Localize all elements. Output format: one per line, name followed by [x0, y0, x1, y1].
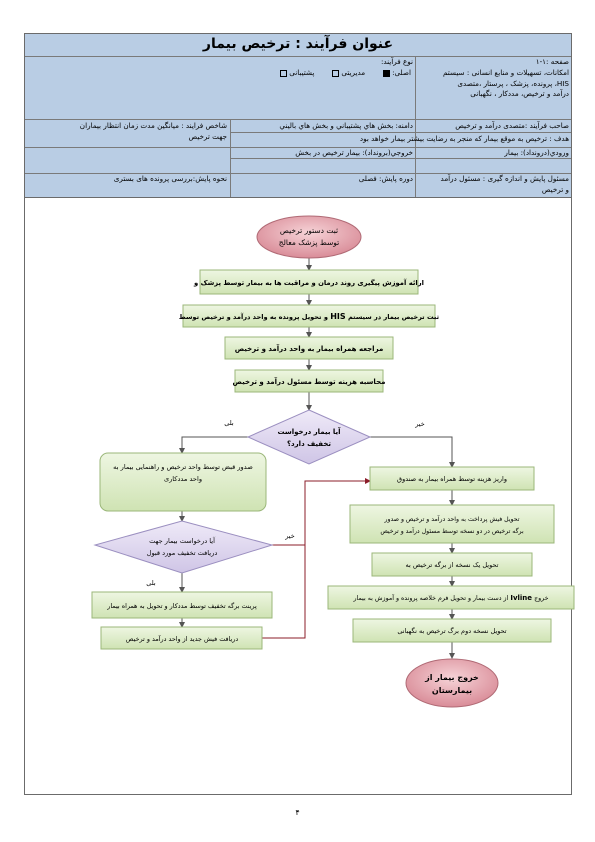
- step-4-box: [234, 369, 384, 393]
- end-text-1: خروج بیمار از: [424, 673, 479, 682]
- connector-yes: [179, 436, 248, 454]
- type-support-label: پشتیبانی: [289, 68, 315, 77]
- facilities-text: امکانات، تسهیلات و منابع انسانی : سیستم …: [442, 68, 569, 98]
- monitor-method: نحوه پایش:بررسی پرونده های بستری: [113, 174, 227, 183]
- process-type-options: اصلی: مدیریتی پشتیبانی: [225, 68, 411, 79]
- header-row-divider: [230, 147, 571, 148]
- right-step-5-text: تحویل نسخه دوم برگ ترخیص به نگهبانی: [397, 626, 506, 635]
- header-row-divider: [230, 132, 571, 133]
- process-scope: دامنه: بخش هاي پشتيباني و بخش هاي باليني: [279, 121, 413, 130]
- start-text-2: توسط پزشک معالج: [279, 238, 339, 247]
- header-col-divider: [230, 119, 231, 174]
- process-output: خروجي(برونداد): بيمار ترخيص در بخش: [295, 148, 413, 157]
- end-terminal: [405, 658, 499, 708]
- right-step-5-box: [352, 618, 552, 643]
- no-label: خیر: [414, 420, 425, 428]
- left-step-1-text-1: صدور قبض توسط واحد ترخیص و راهنمایی بیما…: [113, 463, 253, 471]
- left-step-3-box: [100, 626, 263, 650]
- page-title: عنوان فرآیند : ترخیص بیمار: [202, 36, 394, 52]
- type-management-checkbox[interactable]: [332, 69, 340, 77]
- decision-1-diamond: [246, 409, 372, 465]
- right-step-4-text: خروج Ivline از دست بیمار و تحویل فرم خلا…: [352, 593, 548, 602]
- header-col-divider: [415, 56, 416, 119]
- decision-2-diamond: [93, 520, 274, 574]
- step-3-box: [224, 336, 394, 360]
- monitor-owner: مسئول پایش و اندازه گیری : مسئول درآمد و…: [440, 174, 569, 194]
- connector-no: [370, 436, 455, 468]
- header-row-divider: [25, 56, 571, 57]
- start-terminal: [256, 215, 362, 259]
- process-type-label: نوع فرآیند:: [380, 57, 413, 66]
- right-step-3-text: تحویل یک نسخه از برگه ترخیص به: [406, 561, 499, 569]
- page-frame: [24, 33, 572, 795]
- right-step-1-text: واریز هزینه توسط همراه بیمار به صندوق: [397, 475, 507, 483]
- left-step-1-text-2: واحد مددکاری: [164, 475, 202, 483]
- process-indicator: شاخص فرایند : میانگین مدت زمان انتظار بی…: [79, 121, 227, 141]
- no-label-2: خیر: [284, 532, 295, 540]
- page-label: صفحه :۱-۱: [535, 57, 569, 66]
- type-support-checkbox[interactable]: [280, 69, 288, 77]
- connector-loop: [262, 481, 306, 639]
- type-management-label: مدیریتی: [341, 68, 366, 77]
- start-text-1: ثبت دستور ترخيص: [280, 226, 338, 235]
- process-owner: صاحب فرآیند :متصدی درآمد و ترخیص: [455, 121, 569, 130]
- decision-1-text-2: تخفیف دارد؟: [287, 440, 331, 448]
- step-2-text: ثبت ترخیص بیمار در سیستم HIS و تحویل پرو…: [179, 312, 439, 321]
- right-step-3-box: [371, 552, 533, 577]
- decision-1-text-1: آیا بیمار درخواست: [277, 427, 341, 436]
- right-step-2-text-1: تحویل فیش پرداخت به واحد درآمد و ترخیص و…: [384, 514, 520, 523]
- process-header-table: عنوان فرآیند : ترخیص بیمار صفحه :۱-۱ امک…: [25, 34, 571, 198]
- right-step-2-box: [349, 504, 555, 544]
- type-main-label: اصلی:: [392, 68, 411, 77]
- header-row-divider: [230, 158, 571, 159]
- type-main-checkbox[interactable]: [383, 69, 391, 77]
- yes-label: بلی: [224, 419, 234, 427]
- header-row-divider: [25, 119, 571, 120]
- decision-2-text-1: آیا درخواست بیمار جهت: [149, 536, 216, 545]
- page-number: ۴: [295, 808, 300, 817]
- header-row-divider: [25, 173, 571, 174]
- step-1-box: [199, 269, 419, 295]
- step-4-text: محاسبه هزینه توسط مسئول درآمد و ترخیص: [233, 377, 386, 386]
- decision-2-text-2: دریافت تخفیف مورد قبول: [147, 549, 218, 557]
- step-3-text: مراجعه همراه بیمار به واحد درآمد و ترخیص: [235, 344, 384, 353]
- left-step-2-box: [91, 591, 273, 619]
- left-step-1-box: [99, 452, 267, 512]
- step-2-box: [182, 304, 436, 328]
- left-step-2-text: پرینت برگه تخفیف توسط مددکار و تحویل به …: [106, 602, 257, 610]
- yes-label-2: بلی: [146, 579, 156, 587]
- end-text-2: بیمارستان: [432, 686, 472, 695]
- process-goal: هدف : ترخیص به موقع بیمار که منجر به رضا…: [359, 134, 569, 143]
- header-col-divider: [230, 173, 231, 197]
- right-step-2-text-2: برگه ترخیص در دو نسخه توسط مسئول درآمد و…: [380, 526, 524, 535]
- header-row-divider: [25, 147, 230, 148]
- monitor-period: دوره پایش: فصلی: [358, 174, 413, 183]
- step-1-text: ارائه آموزش پیگیری روند درمان و مراقبت ه…: [193, 278, 424, 287]
- right-step-1-box: [369, 466, 535, 491]
- left-step-3-text: دریافت فیش جدید از واحد درآمد و ترخیص: [126, 634, 239, 643]
- process-input: ورودي(درونداد): بیمار: [504, 148, 569, 157]
- right-step-4-box: [327, 585, 575, 610]
